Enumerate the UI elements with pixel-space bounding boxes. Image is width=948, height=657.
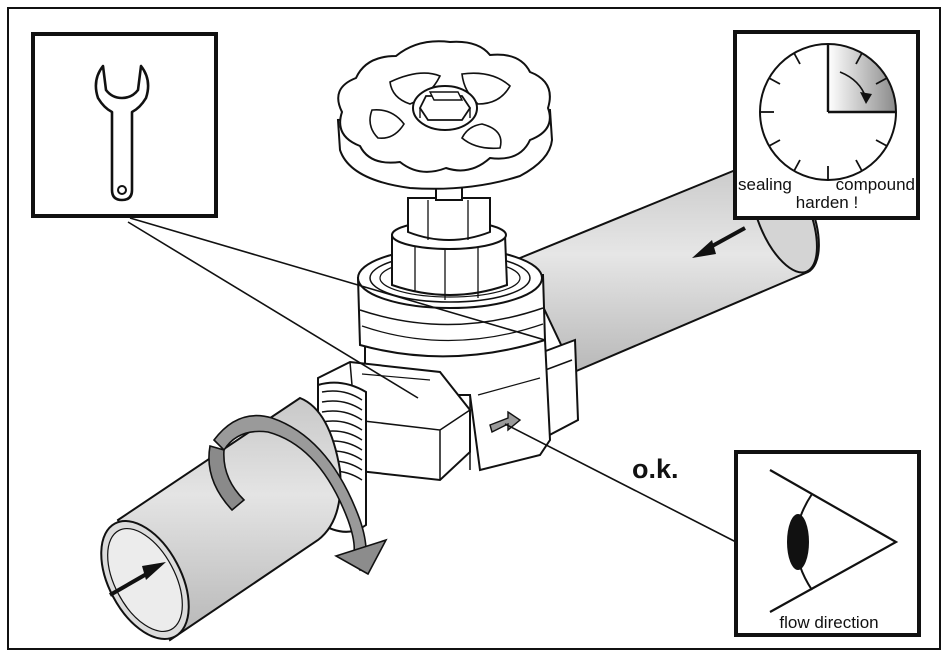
inlet-pipe <box>100 396 342 642</box>
wrench-inset <box>31 32 218 218</box>
callout-lines <box>127 217 737 543</box>
sealing-label: sealing <box>738 175 792 194</box>
flow-direction-label: flow direction <box>779 613 878 632</box>
eye-inset: flow direction <box>734 450 921 637</box>
rotation-arrow <box>208 414 388 576</box>
compound-label: compound <box>836 175 915 194</box>
ok-label: o.k. <box>632 454 679 484</box>
flow-direction-marker <box>489 410 522 434</box>
inlet-flow-arrow <box>109 562 166 597</box>
clock-inset: sealing compound harden ! <box>733 30 920 220</box>
handwheel <box>336 40 554 190</box>
harden-label: harden ! <box>796 193 858 212</box>
outlet-flow-arrow <box>692 226 746 258</box>
eye-icon <box>769 469 899 613</box>
wrench-icon <box>94 64 150 202</box>
clock-icon <box>759 43 897 181</box>
valve-body <box>356 177 580 472</box>
